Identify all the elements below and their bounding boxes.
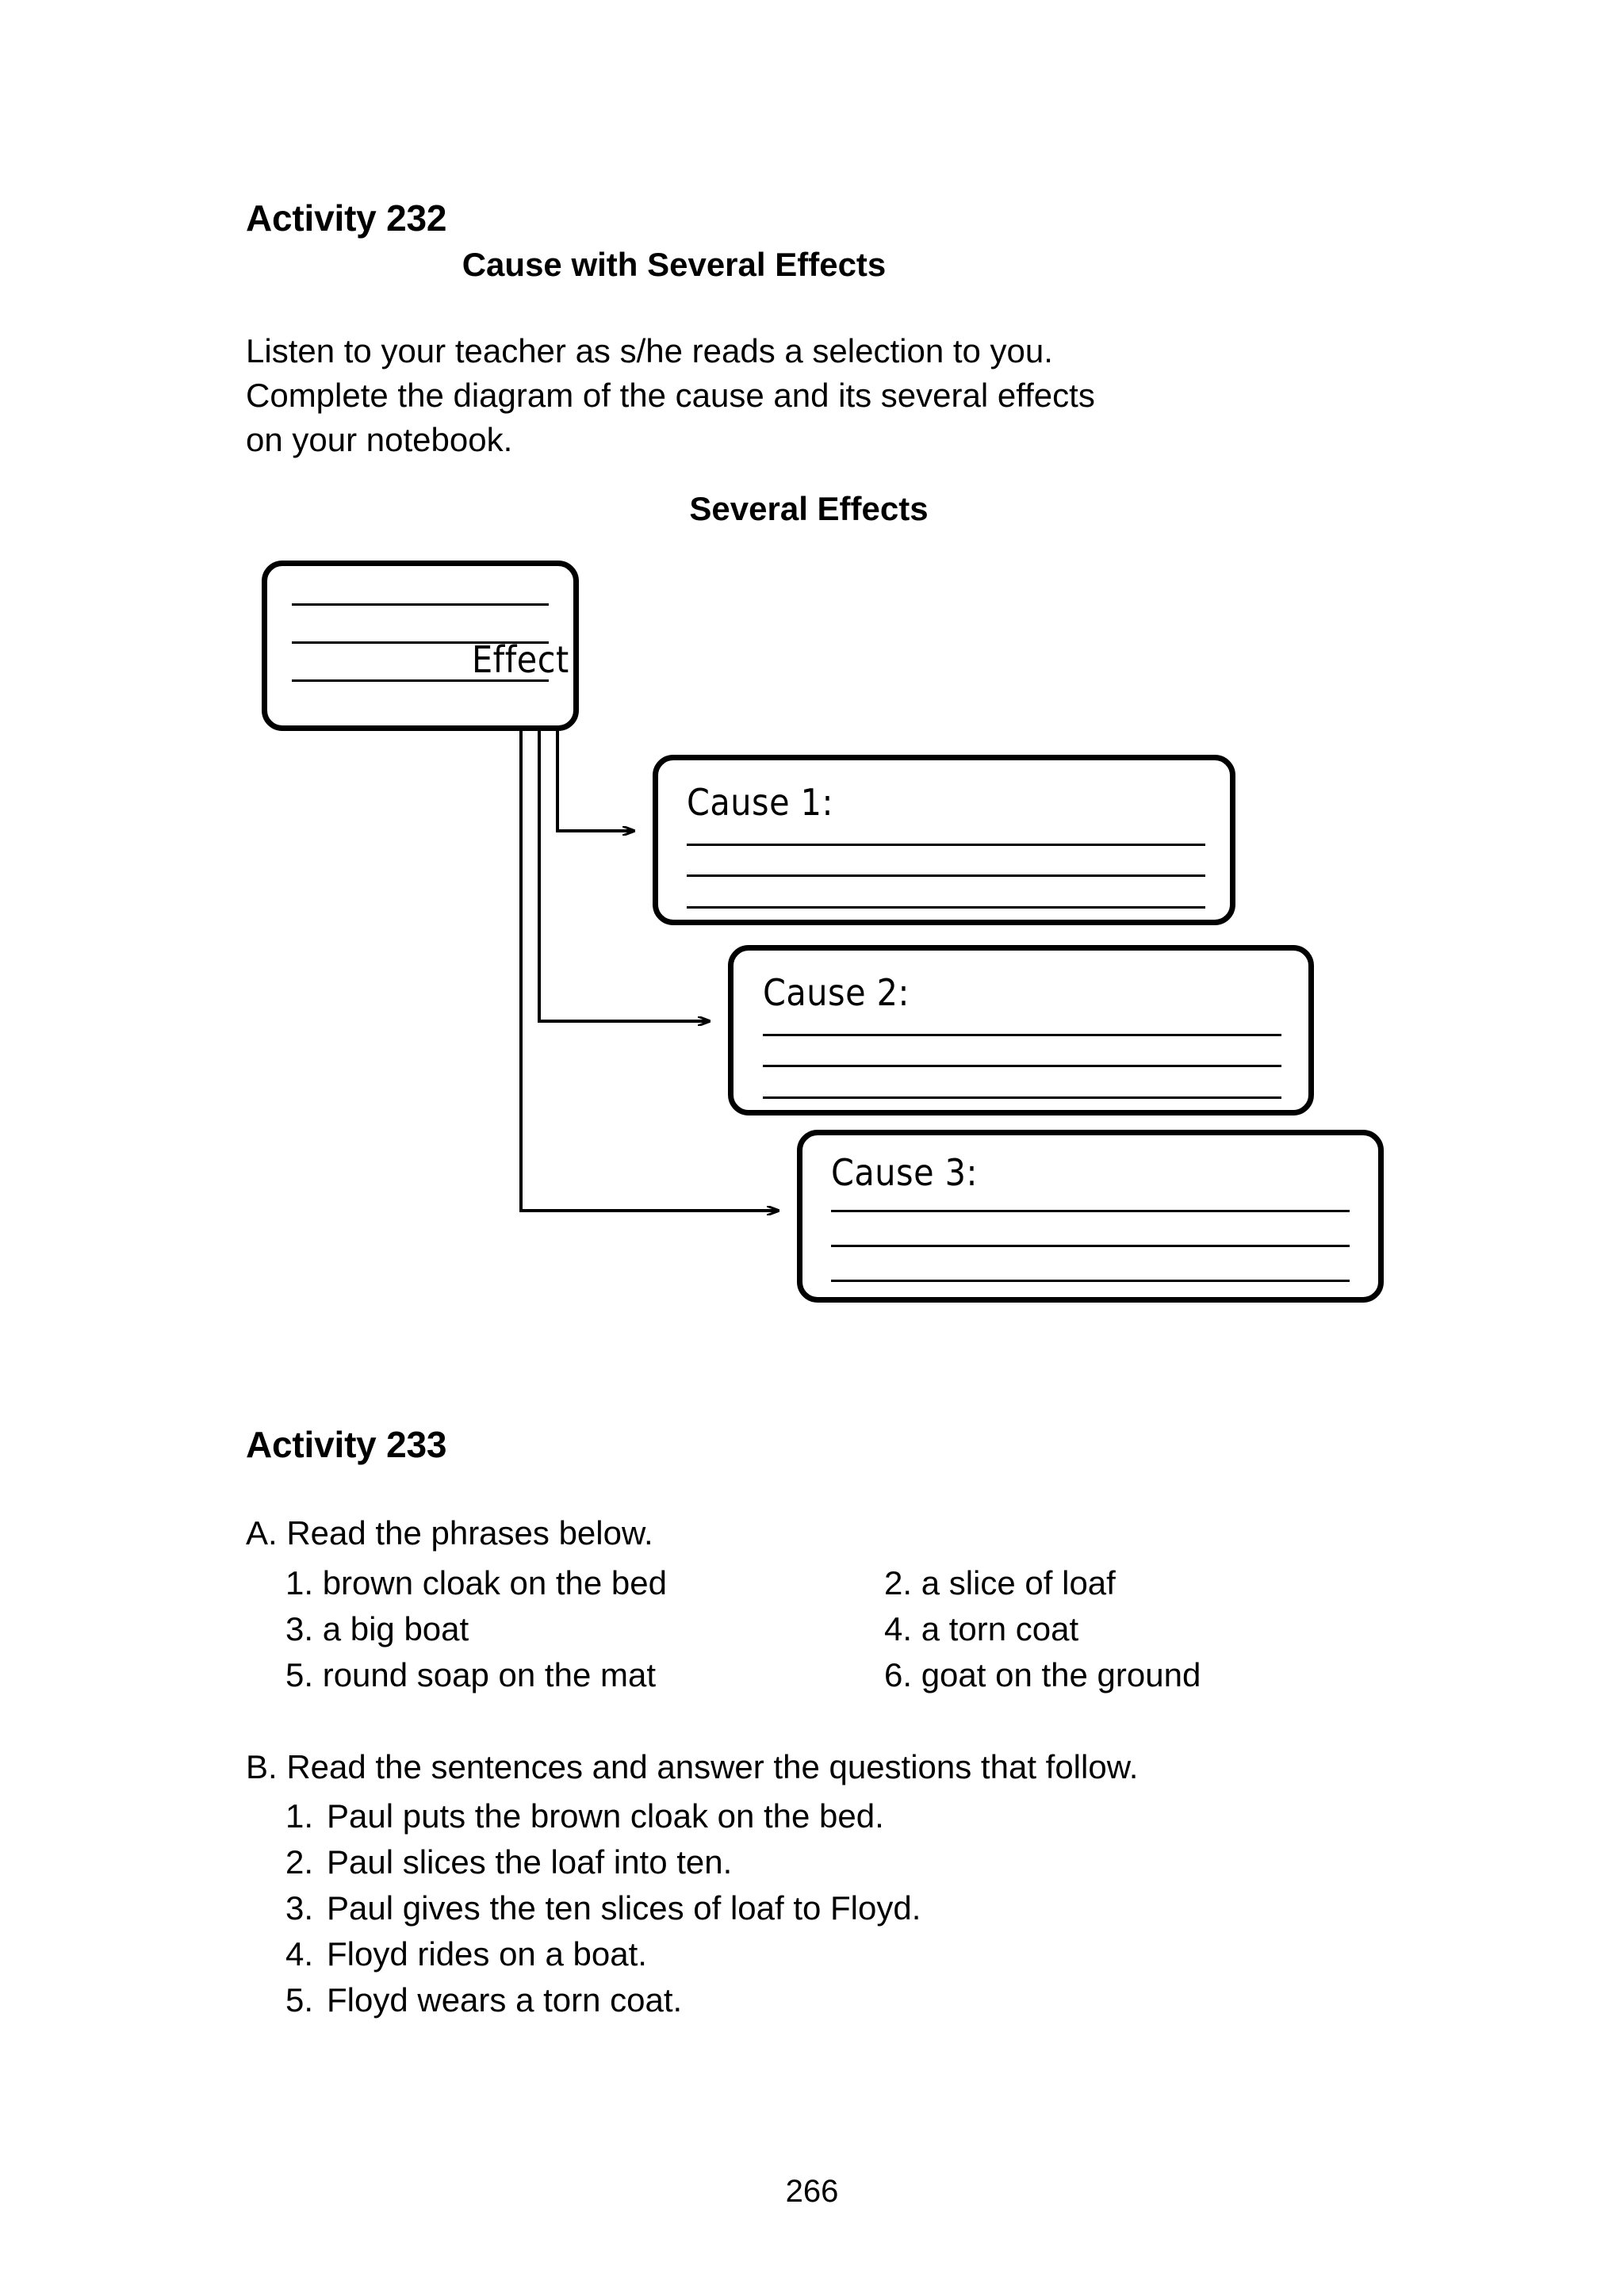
effect-blank-line-3 — [292, 679, 549, 682]
activity-232-heading: Activity 232 — [246, 197, 447, 239]
sentence-4-number: 4. — [285, 1935, 314, 1973]
phrase-item-1-number: 1. — [285, 1564, 314, 1601]
sentence-4-text: Floyd rides on a boat. — [327, 1935, 647, 1973]
phrase-row: 3. a big boat 4. a torn coat — [285, 1606, 1396, 1652]
effect-label: Effect — [472, 638, 569, 681]
phrase-item-6-text: goat on the ground — [921, 1656, 1201, 1693]
cause-3-blank-line-2 — [831, 1245, 1350, 1247]
section-a-label: A. Read the phrases below. — [246, 1514, 653, 1552]
phrase-item-3: 3. a big boat — [285, 1606, 884, 1652]
effect-box — [262, 561, 579, 731]
cause-3-blank-line-3 — [831, 1280, 1350, 1282]
cause-3-box — [797, 1130, 1384, 1303]
sentence-list: 1. Paul puts the brown cloak on the bed.… — [285, 1793, 1396, 2023]
sentence-5-number: 5. — [285, 1981, 314, 2019]
phrase-item-5-number: 5. — [285, 1656, 314, 1693]
cause-2-blank-line-1 — [763, 1034, 1281, 1036]
cause-3-blank-line-1 — [831, 1210, 1350, 1212]
phrase-item-3-text: a big boat — [322, 1610, 469, 1647]
cause-2-box — [728, 945, 1314, 1115]
diagram-title: Several Effects — [689, 490, 929, 527]
page-number: 266 — [785, 2174, 839, 2209]
phrase-item-5-text: round soap on the mat — [322, 1656, 656, 1693]
phrase-item-4: 4. a torn coat — [884, 1606, 1392, 1652]
section-b-label: B. Read the sentences and answer the que… — [246, 1748, 1139, 1785]
phrase-item-4-number: 4. — [884, 1610, 913, 1647]
cause-3-label: Cause 3: — [831, 1151, 978, 1194]
list-item: 1. Paul puts the brown cloak on the bed. — [285, 1793, 1396, 1839]
effect-blank-line-1 — [292, 603, 549, 606]
cause-1-blank-line-2 — [687, 874, 1205, 877]
phrase-item-6: 6. goat on the ground — [884, 1652, 1392, 1698]
instruction-line-3: on your notebook. — [246, 421, 513, 458]
list-item: 3. Paul gives the ten slices of loaf to … — [285, 1885, 1396, 1931]
phrase-item-1: 1. brown cloak on the bed — [285, 1560, 884, 1606]
instruction-line-1: Listen to your teacher as s/he reads a s… — [246, 332, 1053, 369]
sentence-2-number: 2. — [285, 1843, 314, 1881]
cause-2-label: Cause 2: — [763, 971, 910, 1014]
activity-232-subtitle: Cause with Several Effects — [462, 246, 887, 283]
activity-233-heading: Activity 233 — [246, 1424, 447, 1465]
sentence-3-text: Paul gives the ten slices of loaf to Flo… — [327, 1889, 921, 1927]
list-item: 5. Floyd wears a torn coat. — [285, 1977, 1396, 2023]
list-item: 4. Floyd rides on a boat. — [285, 1931, 1396, 1977]
instruction-line-2: Complete the diagram of the cause and it… — [246, 377, 1095, 414]
sentence-1-text: Paul puts the brown cloak on the bed. — [327, 1797, 884, 1835]
cause-1-label: Cause 1: — [687, 781, 833, 824]
cause-2-blank-line-2 — [763, 1065, 1281, 1067]
list-item: 2. Paul slices the loaf into ten. — [285, 1839, 1396, 1885]
phrase-item-2-text: a slice of loaf — [921, 1564, 1116, 1601]
sentence-1-number: 1. — [285, 1797, 314, 1835]
sentence-3-number: 3. — [285, 1889, 314, 1927]
phrase-row: 1. brown cloak on the bed 2. a slice of … — [285, 1560, 1396, 1606]
phrase-row: 5. round soap on the mat 6. goat on the … — [285, 1652, 1396, 1698]
phrase-item-5: 5. round soap on the mat — [285, 1652, 884, 1698]
cause-1-blank-line-1 — [687, 844, 1205, 846]
phrase-item-4-text: a torn coat — [921, 1610, 1079, 1647]
cause-1-box — [653, 755, 1235, 925]
cause-1-blank-line-3 — [687, 906, 1205, 909]
phrase-item-6-number: 6. — [884, 1656, 913, 1693]
sentence-5-text: Floyd wears a torn coat. — [327, 1981, 683, 2019]
sentence-2-text: Paul slices the loaf into ten. — [327, 1843, 733, 1881]
effect-blank-line-2 — [292, 641, 549, 644]
cause-2-blank-line-3 — [763, 1096, 1281, 1099]
phrase-item-3-number: 3. — [285, 1610, 314, 1647]
phrase-item-1-text: brown cloak on the bed — [322, 1564, 667, 1601]
phrase-item-2-number: 2. — [884, 1564, 913, 1601]
phrase-list: 1. brown cloak on the bed 2. a slice of … — [285, 1560, 1396, 1698]
activity-232-instructions: Listen to your teacher as s/he reads a s… — [246, 329, 1372, 462]
connector-effect-to-cause-1 — [556, 731, 634, 831]
phrase-item-2: 2. a slice of loaf — [884, 1560, 1392, 1606]
